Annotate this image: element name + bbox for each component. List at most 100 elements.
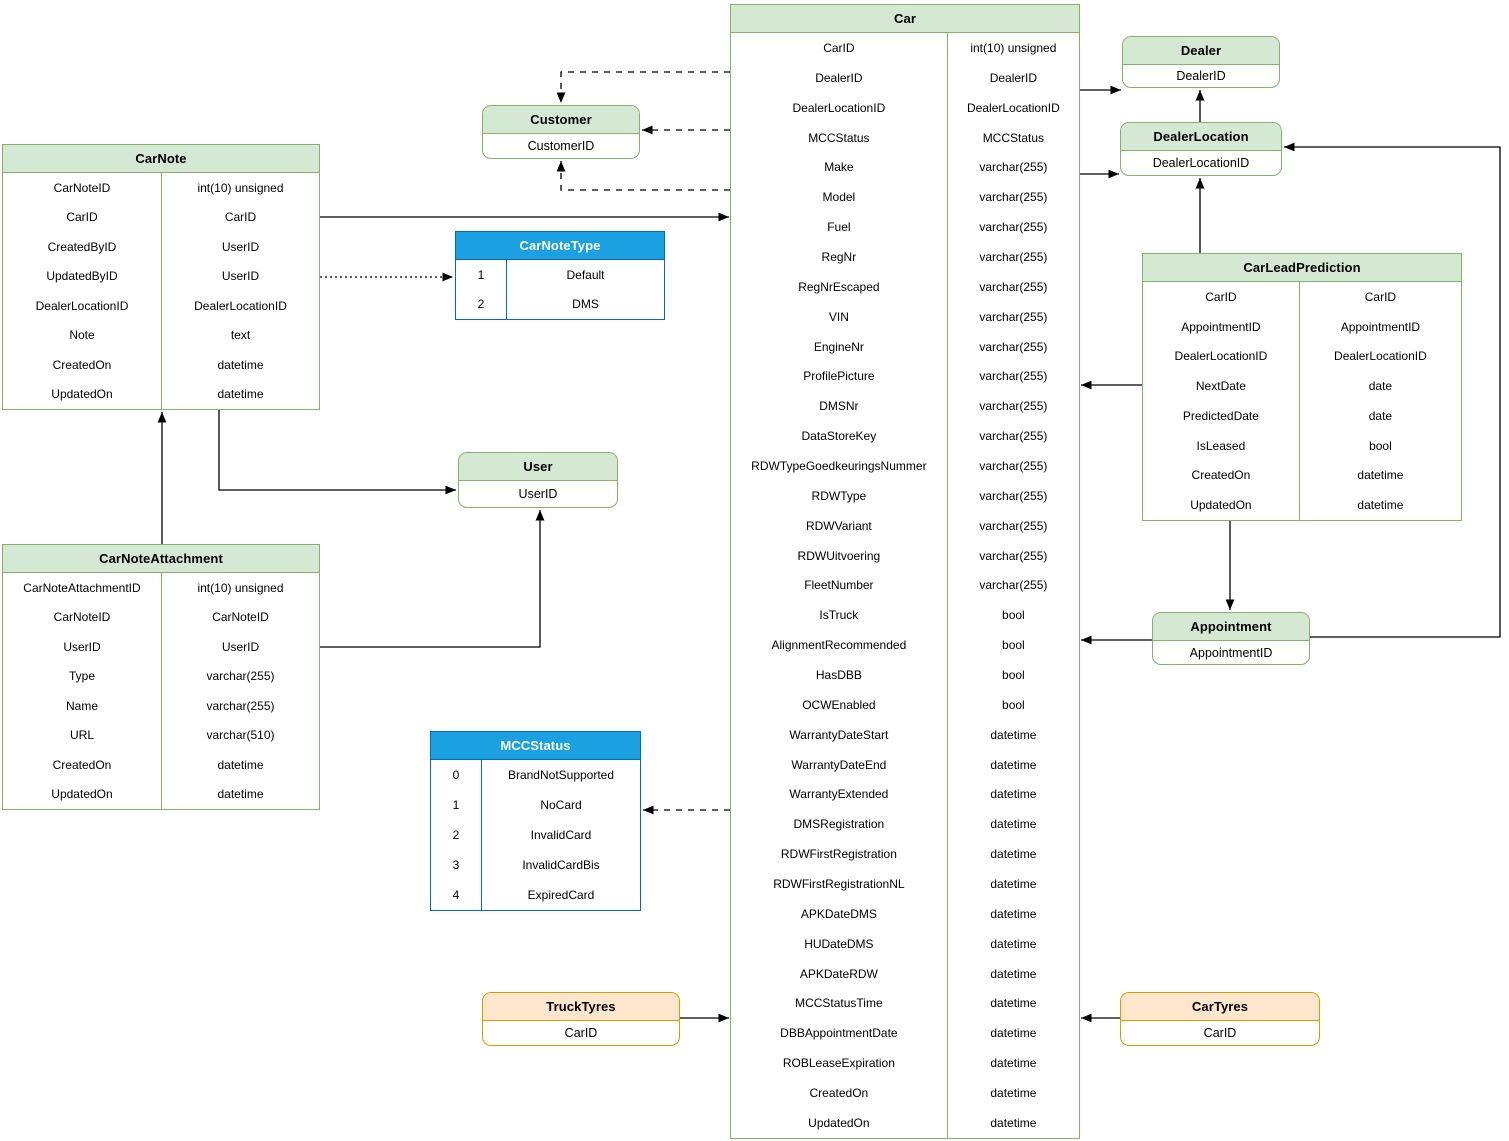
connector-car-customer-top[interactable]: [556, 71, 730, 103]
table-row[interactable]: CustomerID: [483, 134, 639, 158]
connector-carnote-user[interactable]: [218, 410, 456, 495]
table-row[interactable]: CarID: [483, 1021, 679, 1045]
field-type: date: [1298, 371, 1461, 401]
table-row[interactable]: DealerLocationID: [1121, 151, 1281, 175]
field-type: datetime: [946, 958, 1079, 989]
connector-carnoteattachment-user[interactable]: [320, 510, 545, 648]
connector-appointment-dealerlocation[interactable]: [1284, 142, 1501, 638]
table-row[interactable]: UserID: [459, 481, 617, 507]
table-row[interactable]: CarID: [1121, 1021, 1319, 1045]
field-type: ExpiredCard: [481, 880, 640, 910]
connector-car-customer-bottom[interactable]: [556, 161, 730, 191]
table-row[interactable]: DealerID: [1123, 65, 1279, 87]
table-row[interactable]: AppointmentID: [1153, 641, 1309, 664]
field-type: UserID: [161, 261, 319, 291]
table-title: CarNote: [3, 145, 319, 173]
field-name: AlignmentRecommended: [771, 638, 907, 653]
